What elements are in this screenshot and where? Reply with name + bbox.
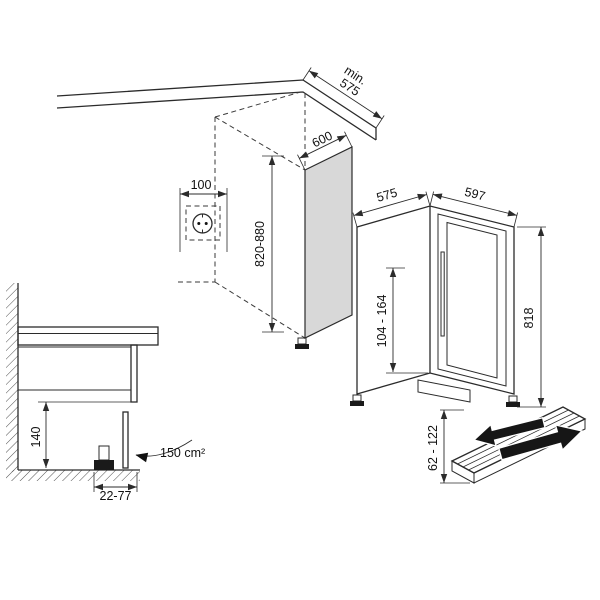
dim-ext bbox=[429, 191, 434, 207]
furniture-door-panel bbox=[130, 344, 138, 403]
niche-drawing: 100 min. 575 600 820-880 bbox=[56, 63, 385, 349]
dim-ext bbox=[513, 212, 518, 228]
vent-cross-section-label: 150 cm² bbox=[160, 446, 205, 460]
vent-slat bbox=[462, 412, 575, 468]
section-foot-stem bbox=[98, 445, 110, 461]
dim-ext bbox=[344, 131, 353, 148]
appliance-foot-base bbox=[350, 401, 364, 406]
dim-line-niche-width bbox=[299, 134, 347, 159]
worktop-section bbox=[17, 326, 159, 346]
dim-line-niche-depth bbox=[308, 70, 383, 120]
dim-foot-recess-range: 22-77 bbox=[100, 489, 132, 503]
niche-panel-foot-stem bbox=[297, 337, 307, 345]
section-drawing: 140 22-77 150 cm² bbox=[6, 283, 205, 503]
dim-niche-depth-min: min. 575 bbox=[335, 63, 372, 100]
worktop-front-top-edge bbox=[56, 79, 377, 129]
dim-niche-height-range: 820-880 bbox=[253, 221, 267, 267]
dim-appliance-width: 597 bbox=[463, 185, 487, 204]
appliance-foot-stem bbox=[352, 394, 362, 402]
section-foot-base bbox=[94, 460, 114, 470]
dim-ext bbox=[297, 154, 306, 171]
appliance-vent-grille bbox=[417, 379, 471, 403]
door-glass-frame-inner bbox=[446, 221, 498, 379]
dim-line-appliance-depth bbox=[353, 193, 427, 217]
dim-appliance-height: 818 bbox=[522, 308, 536, 329]
floor-hatch bbox=[6, 470, 140, 481]
appliance-foot-base bbox=[506, 402, 520, 407]
appliance-drawing: 597 575 818 104 - 164 bbox=[350, 185, 546, 408]
airflow-out-arrow bbox=[498, 424, 584, 461]
dim-appliance-depth: 575 bbox=[375, 186, 399, 205]
vent-grille-left-band bbox=[451, 460, 475, 484]
niche-floor-front-edge bbox=[214, 281, 306, 339]
power-socket-icon bbox=[185, 205, 221, 241]
dim-ext bbox=[302, 67, 312, 81]
dim-plinth-height: 140 bbox=[29, 427, 43, 448]
door-handle bbox=[440, 251, 445, 337]
dim-niche-width: 600 bbox=[310, 129, 335, 151]
dim-line-appliance-width bbox=[432, 193, 518, 217]
airflow-curve-arrow bbox=[135, 439, 193, 463]
dim-ext bbox=[375, 115, 385, 129]
niche-panel-foot-base bbox=[295, 344, 309, 349]
wall-hatch bbox=[6, 283, 18, 472]
vent-slat bbox=[457, 409, 569, 465]
niche-top-front-edge bbox=[214, 116, 306, 171]
dim-socket-offset: 100 bbox=[191, 178, 212, 192]
niche-side-panel bbox=[304, 146, 353, 339]
dim-vent-height-range: 62 - 122 bbox=[426, 425, 440, 471]
niche-top-back-edge bbox=[214, 90, 305, 118]
worktop-front-bottom-edge bbox=[56, 91, 377, 141]
dim-base-height-range: 104 - 164 bbox=[375, 295, 389, 348]
airflow-in-arrow bbox=[472, 417, 546, 447]
appliance-foot-stem bbox=[508, 395, 518, 403]
door-frame-outer bbox=[437, 213, 507, 387]
plinth-vent-drawing: 62 - 122 bbox=[426, 406, 587, 484]
plinth-board bbox=[122, 411, 129, 469]
dim-ext bbox=[352, 212, 358, 228]
dim-ext bbox=[425, 191, 431, 207]
